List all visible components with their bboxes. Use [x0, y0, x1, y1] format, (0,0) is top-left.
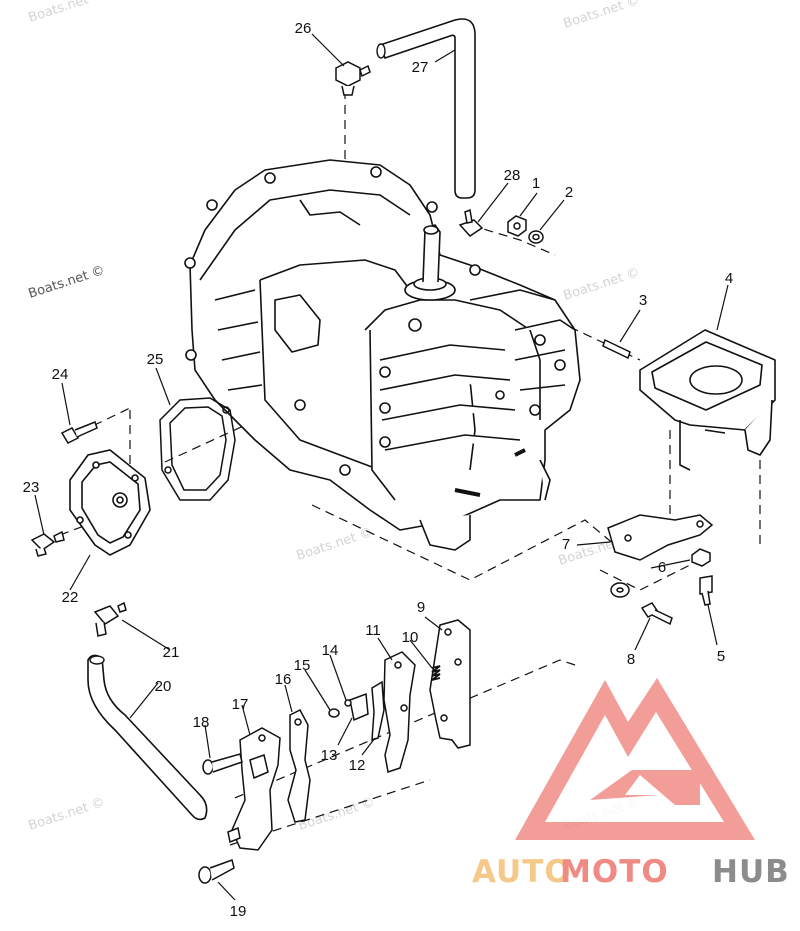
part-23-fitting — [30, 530, 65, 557]
label-part-14: 14 — [322, 642, 339, 659]
watermark: Boats.net © — [27, 795, 107, 834]
part-6-nut — [691, 548, 711, 567]
part-11-arm — [383, 651, 416, 773]
part-17-cam — [227, 727, 281, 851]
part-10-spring — [431, 665, 441, 681]
label-part-1: 1 — [532, 175, 540, 192]
part-7-plate — [607, 514, 714, 561]
part-16-lever — [287, 709, 311, 823]
label-part-18: 18 — [193, 714, 210, 731]
label-part-5: 5 — [717, 648, 725, 665]
part-22-cover — [69, 449, 151, 556]
part-2-washer — [528, 230, 544, 244]
part-20-hose — [87, 654, 208, 821]
part-27-hose — [378, 18, 476, 199]
part-18-screw — [202, 753, 243, 775]
label-part-21: 21 — [163, 644, 180, 661]
label-part-12: 12 — [349, 757, 366, 774]
part-25-gasket — [159, 397, 236, 501]
label-part-6: 6 — [658, 559, 666, 576]
part-1-nut — [507, 215, 527, 237]
watermark: Boats.net © — [295, 525, 375, 564]
part-6-washer — [610, 582, 630, 598]
powerhead-block — [184, 159, 581, 551]
label-part-20: 20 — [155, 678, 172, 695]
logo-word-moto: MOTO — [560, 854, 669, 890]
part-27-hose-end — [376, 43, 386, 59]
label-part-7: 7 — [562, 536, 570, 553]
label-part-3: 3 — [639, 292, 647, 309]
part-14-washer — [344, 699, 352, 707]
label-part-26: 26 — [295, 20, 312, 37]
label-part-16: 16 — [275, 671, 292, 688]
part-19-screw — [198, 859, 235, 884]
part-8-bolt — [640, 602, 673, 626]
label-part-27: 27 — [412, 59, 429, 76]
part-12-link — [371, 680, 385, 742]
label-part-19: 19 — [230, 903, 247, 920]
part-26-elbow-fitting — [335, 61, 371, 96]
part-20-hose-end — [89, 655, 105, 665]
part-24-bolt — [60, 421, 98, 444]
label-part-4: 4 — [725, 270, 733, 287]
logo-word-auto: AUTO — [472, 854, 572, 890]
logo-mark — [515, 678, 755, 840]
label-part-8: 8 — [627, 651, 635, 668]
logo-word-hub: HUB — [712, 854, 790, 890]
label-part-9: 9 — [417, 599, 425, 616]
label-part-24: 24 — [52, 366, 69, 383]
label-part-15: 15 — [294, 657, 311, 674]
label-part-13: 13 — [321, 747, 338, 764]
part-13-clip — [349, 692, 369, 722]
part-9-bracket — [429, 619, 471, 749]
label-part-22: 22 — [62, 589, 79, 606]
part-3-stud — [602, 338, 631, 360]
label-part-17: 17 — [232, 696, 249, 713]
leader-lines — [34, 33, 729, 901]
label-part-25: 25 — [147, 351, 164, 368]
watermark: Boats.net © — [562, 0, 642, 32]
part-5-bolt — [699, 575, 713, 606]
label-part-23: 23 — [23, 479, 40, 496]
part-15-screw — [328, 708, 340, 718]
watermark: Boats.net © — [562, 265, 642, 304]
part-labels: 1 2 3 4 5 6 7 8 9 10 11 12 13 14 15 16 1… — [23, 20, 734, 920]
label-part-2: 2 — [565, 184, 573, 201]
part-4-housing — [639, 329, 776, 471]
watermark: Boats.net © — [27, 0, 107, 26]
label-part-28: 28 — [504, 167, 521, 184]
label-part-10: 10 — [402, 629, 419, 646]
part-21-elbow — [93, 601, 127, 637]
watermark: Boats.net © — [27, 263, 107, 302]
label-part-11: 11 — [365, 622, 381, 639]
logo-mark-g — [590, 770, 700, 805]
part-28-fitting — [458, 208, 484, 237]
automotohub-logo: AUTO MOTO HUB — [472, 678, 790, 890]
